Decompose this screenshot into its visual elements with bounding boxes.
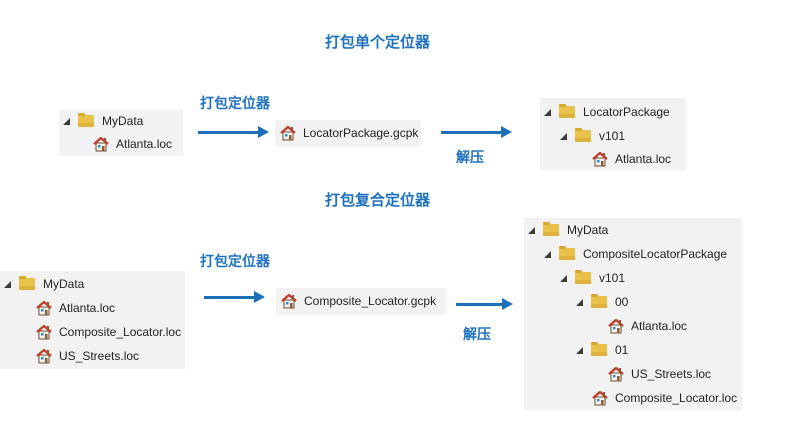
section2-extract-label: 解压 (463, 327, 491, 343)
pack-arrow (198, 126, 269, 138)
expand-triangle-icon[interactable] (560, 132, 567, 140)
tree-node-mydata[interactable]: MyData (63, 111, 143, 131)
folder-label: v101 (599, 129, 626, 143)
section2-pack-label: 打包定位器 (200, 254, 270, 270)
section1-extract-label: 解压 (456, 150, 484, 166)
locator-house-icon (281, 293, 297, 309)
locator-house-icon (36, 324, 52, 340)
tree-node-atlanta[interactable]: Atlanta.loc (93, 134, 172, 154)
tree-node-us-streets[interactable]: US_Streets.loc (36, 346, 139, 366)
tree-node-atlanta[interactable]: Atlanta.loc (608, 316, 687, 336)
folder-label: MyData (567, 223, 609, 237)
expand-triangle-icon[interactable] (63, 117, 70, 125)
expand-triangle-icon[interactable] (544, 108, 551, 116)
section2-title: 打包复合定位器 (325, 191, 431, 209)
tree-node-v101[interactable]: v101 (560, 268, 625, 288)
file-label: Composite_Locator.loc (615, 391, 738, 405)
folder-label: MyData (102, 114, 144, 128)
tree-node-us-streets[interactable]: US_Streets.loc (608, 364, 711, 384)
package-file-row[interactable]: LocatorPackage.gcpk (280, 123, 418, 143)
tree-node-01[interactable]: 01 (576, 340, 628, 360)
expand-triangle-icon[interactable] (528, 226, 535, 234)
package-file-row[interactable]: Composite_Locator.gcpk (281, 291, 436, 311)
locator-house-icon (592, 390, 608, 406)
tree-node-atlanta[interactable]: Atlanta.loc (36, 298, 115, 318)
section1-pack-label: 打包定位器 (200, 96, 270, 112)
folder-icon (575, 128, 591, 142)
locator-house-icon (592, 151, 608, 167)
tree-node-composite-locator[interactable]: Composite_Locator.loc (592, 388, 737, 408)
locator-house-icon (608, 366, 624, 382)
locator-house-icon (36, 348, 52, 364)
extract-arrow (441, 126, 512, 138)
folder-icon (559, 246, 575, 260)
expand-triangle-icon[interactable] (544, 250, 551, 258)
tree-node-v101[interactable]: v101 (560, 126, 625, 146)
expand-triangle-icon[interactable] (4, 280, 11, 288)
tree-node-locatorpackage[interactable]: LocatorPackage (544, 102, 670, 122)
section1-title: 打包单个定位器 (325, 33, 431, 51)
folder-label: LocatorPackage (583, 105, 670, 119)
expand-triangle-icon[interactable] (560, 274, 567, 282)
tree-node-mydata[interactable]: MyData (4, 274, 84, 294)
section1-result-tree: LocatorPackage v101 Atlanta.loc (540, 98, 686, 170)
file-label: Atlanta.loc (59, 301, 116, 315)
file-label: Atlanta.loc (116, 137, 173, 151)
tree-node-atlanta[interactable]: Atlanta.loc (592, 149, 671, 169)
folder-label: v101 (599, 271, 626, 285)
section2-result-tree: MyData CompositeLocatorPackage v101 00 A… (524, 218, 742, 410)
file-label: US_Streets.loc (631, 367, 712, 381)
section2-package-file: Composite_Locator.gcpk (276, 288, 446, 315)
folder-icon (543, 222, 559, 236)
package-file-label: Composite_Locator.gcpk (304, 294, 437, 308)
folder-label: 00 (615, 295, 629, 309)
package-file-label: LocatorPackage.gcpk (303, 126, 419, 140)
section2-source-tree: MyData Atlanta.loc Composite_Locator.loc… (0, 271, 185, 369)
section1-package-file: LocatorPackage.gcpk (275, 120, 421, 147)
folder-label: MyData (43, 277, 85, 291)
folder-icon (19, 276, 35, 290)
expand-triangle-icon[interactable] (576, 346, 583, 354)
folder-label: 01 (615, 343, 629, 357)
locator-house-icon (36, 300, 52, 316)
folder-label: CompositeLocatorPackage (583, 247, 728, 261)
folder-icon (559, 104, 575, 118)
tree-node-00[interactable]: 00 (576, 292, 628, 312)
folder-icon (78, 113, 94, 127)
pack-arrow (204, 291, 265, 303)
folder-icon (591, 294, 607, 308)
folder-icon (575, 270, 591, 284)
file-label: US_Streets.loc (59, 349, 140, 363)
file-label: Atlanta.loc (615, 152, 672, 166)
locator-house-icon (608, 318, 624, 334)
file-label: Atlanta.loc (631, 319, 688, 333)
section1-source-tree: MyData Atlanta.loc (59, 110, 183, 156)
tree-node-compositelocatorpackage[interactable]: CompositeLocatorPackage (544, 244, 727, 264)
file-label: Composite_Locator.loc (59, 325, 182, 339)
locator-house-icon (93, 136, 109, 152)
expand-triangle-icon[interactable] (576, 298, 583, 306)
extract-arrow (456, 298, 513, 310)
folder-icon (591, 342, 607, 356)
tree-node-composite-locator[interactable]: Composite_Locator.loc (36, 322, 181, 342)
locator-house-icon (280, 125, 296, 141)
tree-node-mydata[interactable]: MyData (528, 220, 608, 240)
